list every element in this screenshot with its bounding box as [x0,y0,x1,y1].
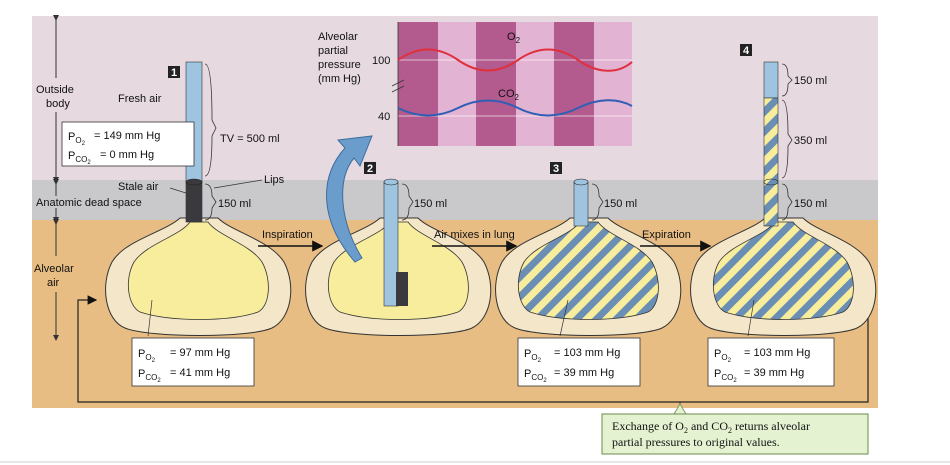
lung-1-air [127,221,269,320]
graph-band-2 [476,22,516,146]
stage-4-vol-bottom: 150 ml [794,198,827,210]
outside-body-label-1: Outside [36,84,74,96]
inspired-po2: = 149 mm Hg [94,130,160,142]
alveolar-pressure-box-4 [707,337,835,387]
airway-2-stale [396,272,408,306]
graph-ylabel-2: partial [318,45,348,57]
lips-label: Lips [264,174,285,186]
tv-label: TV = 500 ml [220,133,280,145]
dead-space-zone [32,180,878,220]
exchange-note-box [601,413,869,455]
alv3-po2: = 103 mm Hg [554,347,620,359]
alv1-po2: = 97 mm Hg [170,347,230,359]
partial-pressure-graph: O2 CO2 100 40 Alveolar partial pressure … [318,22,633,146]
stage-2-number: 2 [367,163,373,175]
airway-2-fresh [383,181,399,307]
stage-4-vol-mid: 350 ml [794,135,827,147]
airway-1-stale [185,181,203,223]
fresh-air-label: Fresh air [118,93,162,105]
graph-pointer-arrow [326,135,373,263]
alv3-pco2: = 39 mm Hg [554,367,614,379]
stage-4-number: 4 [743,45,750,57]
graph-ylabel-3: pressure [318,59,361,71]
o2-curve [397,48,633,72]
stage-1-dead-space-vol: 150 ml [218,198,251,210]
alv4-pco2: = 39 mm Hg [744,367,804,379]
graph-tick-100: 100 [372,55,390,67]
dead-space-label: Anatomic dead space [36,197,142,209]
lung-3-mixed-air [517,221,659,320]
co2-curve [397,99,633,117]
stage-1: 1 Fresh air TV = 500 ml Lips Stale air 1… [61,61,292,387]
alveolar-air-label-1: Alveolar [34,263,74,275]
alveolar-air-label-2: air [47,277,60,289]
alv4-po2: = 103 mm Hg [744,347,810,359]
graph-band-3 [554,22,594,146]
inspired-pco2: = 0 mm Hg [100,149,154,161]
expiration-label: Expiration [642,229,691,241]
stage-4-vol-top: 150 ml [794,75,827,87]
exchange-note-line-1: Exchange of O2 and CO2 returns alveolar [612,419,810,435]
alveolar-pressure-box-3 [517,337,641,387]
alveolar-pressure-box-1 [131,337,255,387]
graph-ylabel-1: Alveolar [318,31,358,43]
outside-body-label-2: body [46,98,70,110]
stage-4: 4 150 ml 350 ml 150 ml PO2 = 103 mm Hg P… [690,44,877,387]
stage-3: 3 150 ml PO2 = 103 mm Hg PCO2 = 39 mm Hg [495,162,682,387]
air-mixes-label: Air mixes in lung [434,229,515,241]
alv1-pco2: = 41 mm Hg [170,367,230,379]
graph-band-1 [398,22,438,146]
o2-curve-label: O2 [507,31,521,45]
inspiration-label: Inspiration [262,229,313,241]
graph-tick-40: 40 [378,111,390,123]
graph-ylabel-4: (mm Hg) [318,73,361,85]
stage-1-number: 1 [171,67,177,79]
airway-4-fresh-top [763,61,779,99]
stale-air-label: Stale air [118,181,159,193]
stage-3-vol: 150 ml [604,198,637,210]
co2-curve-label: CO2 [498,88,520,102]
airway-3 [573,181,589,227]
exchange-note-line-2: partial pressures to original values. [612,435,780,449]
inspired-pressure-box [61,121,195,167]
airway-4-mixed [763,97,779,227]
lung-4-mixed-air [712,221,854,320]
stage-2-vol: 150 ml [414,198,447,210]
stage-3-number: 3 [553,163,559,175]
